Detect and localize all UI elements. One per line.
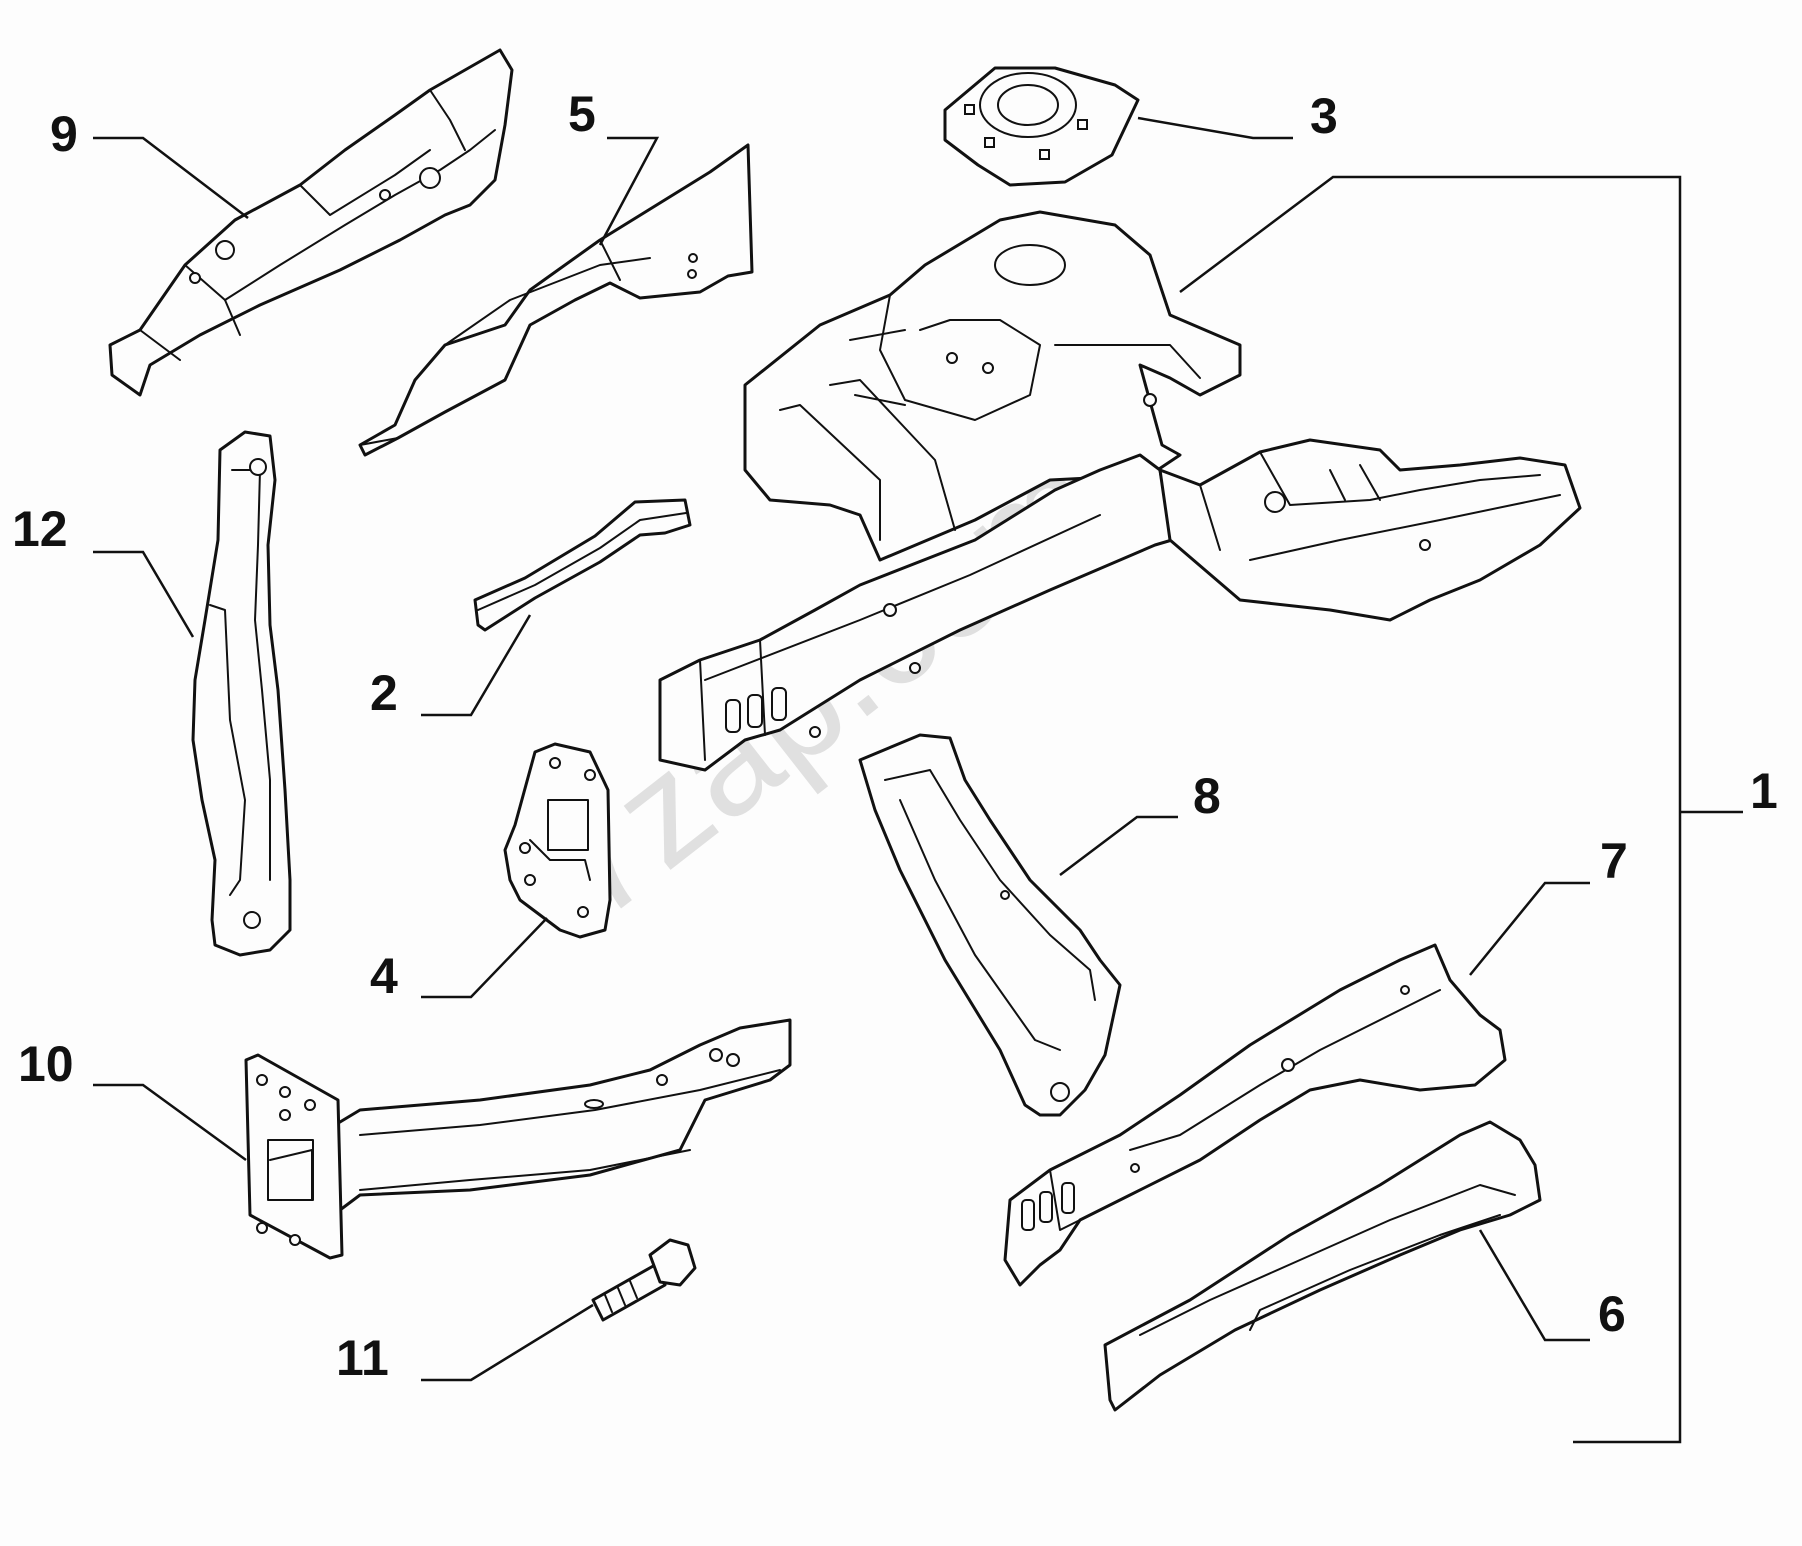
callout-10: 10 <box>18 1036 74 1092</box>
leader-2 <box>421 614 532 717</box>
leader-12 <box>93 550 195 638</box>
callout-7: 7 <box>1600 833 1628 889</box>
callout-3: 3 <box>1310 88 1338 144</box>
leader-4 <box>421 917 548 999</box>
leader-6 <box>1478 1229 1590 1342</box>
part-9-rail[interactable] <box>108 48 514 397</box>
part-4-plate[interactable] <box>503 742 612 939</box>
part-10-lower-rail[interactable] <box>244 1018 792 1260</box>
part-1-wheelhouse-assembly[interactable] <box>658 210 1582 772</box>
leader-10 <box>93 1083 247 1162</box>
callout-9: 9 <box>50 106 78 162</box>
leader-7 <box>1469 881 1590 976</box>
part-7-inner-rail[interactable] <box>1003 943 1507 1287</box>
callout-labels: 9 5 3 1 12 2 4 8 7 10 11 6 <box>12 86 1778 1386</box>
callout-4: 4 <box>370 948 398 1004</box>
callout-11: 11 <box>336 1330 389 1386</box>
callout-8: 8 <box>1193 768 1221 824</box>
callout-5: 5 <box>568 86 596 142</box>
part-8-crossmember[interactable] <box>858 733 1122 1117</box>
part-2-bracket[interactable] <box>473 498 692 632</box>
part-6-lower-reinforcement[interactable] <box>1103 1120 1542 1412</box>
callout-12: 12 <box>12 501 68 557</box>
leader-11 <box>421 1303 594 1382</box>
leader-lines <box>93 116 1743 1444</box>
part-11-bolt[interactable] <box>591 1238 697 1322</box>
part-12-pillar[interactable] <box>191 430 292 957</box>
leader-8 <box>1059 815 1178 876</box>
part-5-panel[interactable] <box>358 143 754 457</box>
leader-1-top <box>1179 175 1682 1444</box>
callout-2: 2 <box>370 665 398 721</box>
leader-3 <box>1137 116 1293 140</box>
callout-6: 6 <box>1598 1286 1626 1342</box>
callout-1: 1 <box>1750 763 1778 819</box>
leader-9 <box>93 136 249 219</box>
leader-5 <box>598 136 660 246</box>
part-3-mount-plate[interactable] <box>943 66 1140 187</box>
